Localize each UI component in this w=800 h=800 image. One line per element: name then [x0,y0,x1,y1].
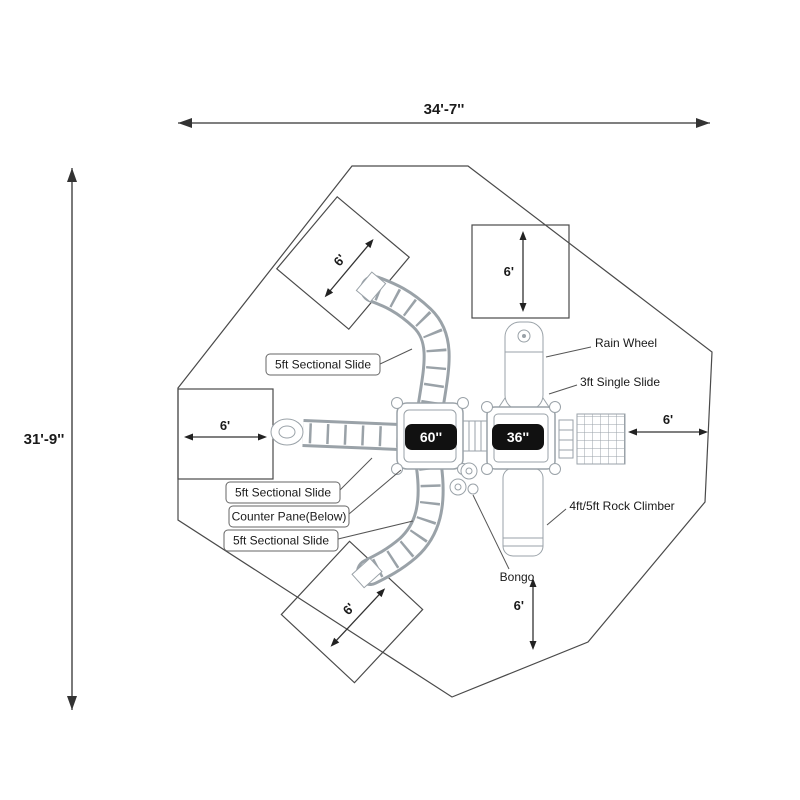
callout-counter-pane: Counter Pane(Below) [228,469,402,528]
arrow-left-icon [324,288,334,298]
callout-rain-wheel: Rain Wheel [545,336,657,358]
deck-60-size: 60'' [420,429,442,445]
rock-climber-column [502,467,544,557]
single-slide-label: 3ft Single Slide [580,375,660,389]
slide-end-bulb [270,418,304,446]
rock-climber-label: 4ft/5ft Rock Climber [569,499,674,513]
overall-height-dimension: 31'-9'' [24,168,77,710]
bongo-drums [449,462,479,496]
sectional-slide-top [355,271,451,418]
use-zone-left: 6' [177,388,274,480]
zone-right-size: 6' [663,412,673,427]
callout-bongo: Bongo [472,494,535,584]
zone-top-size: 6' [504,264,514,279]
zone-left-size: 6' [220,418,230,433]
sectional-slide-bottom-label: 5ft Sectional Slide [233,534,329,548]
zone-upper-left-size: 6' [330,251,348,269]
callout-rock-climber: 4ft/5ft Rock Climber [546,499,675,526]
deck-60-badge-bg [405,424,457,450]
arrow-left-icon [628,428,637,436]
arrow-right-icon [365,239,374,249]
arrow-right-icon [696,118,710,128]
arrow-left-icon [178,118,192,128]
arrow-left-icon [184,433,193,441]
overall-width-dimension: 34'-7'' [178,101,710,128]
callout-single-slide: 3ft Single Slide [548,375,660,395]
deck-connector [462,420,488,452]
arrow-right-icon [699,428,708,436]
deck-36-badge-bg [492,424,544,450]
arrow-right-icon [258,433,267,441]
slide-exit-pad [351,557,383,589]
arrow-up-icon [529,578,537,587]
single-slide-column [496,321,552,411]
deck-36-size: 36'' [507,429,529,445]
use-zone-right-dim: 6' [628,412,708,436]
sectional-slide-left-label: 5ft Sectional Slide [235,486,331,500]
arrow-down-icon [67,696,77,710]
use-zone-bottom-dim: 6' [514,578,537,650]
callout-sectional-slide-bottom: 5ft Sectional Slide [223,520,414,552]
arrow-left-icon [330,637,340,647]
arrow-up-icon [67,168,77,182]
use-zone-top: 6' [471,224,570,319]
bongo-label: Bongo [500,570,535,584]
sectional-slide-left [270,418,400,451]
rock-climber-panel [558,413,626,465]
zone-bottom-size: 6' [514,598,524,613]
rain-wheel-icon [517,329,531,343]
overall-height-value: 31'-9'' [24,431,65,448]
counter-pane-label: Counter Pane(Below) [232,510,347,524]
callout-sectional-slide-left: 5ft Sectional Slide [225,457,373,504]
slide-exit-pad [355,271,387,303]
deck-60-badge: 60'' [405,424,457,450]
overall-width-value: 34'-7'' [424,101,465,118]
zone-lower-left-size: 6' [340,600,358,618]
arrow-right-icon [376,588,386,598]
arrow-up-icon [519,231,527,240]
use-zone-lower-left: 6' [280,540,424,684]
callout-sectional-slide-top: 5ft Sectional Slide [265,348,413,376]
arrow-down-icon [529,641,537,650]
rain-wheel-label: Rain Wheel [595,336,657,350]
deck-36-badge: 36'' [492,424,544,450]
arrow-down-icon [519,303,527,312]
sectional-slide-bottom [351,453,445,589]
sectional-slide-top-label: 5ft Sectional Slide [275,358,371,372]
